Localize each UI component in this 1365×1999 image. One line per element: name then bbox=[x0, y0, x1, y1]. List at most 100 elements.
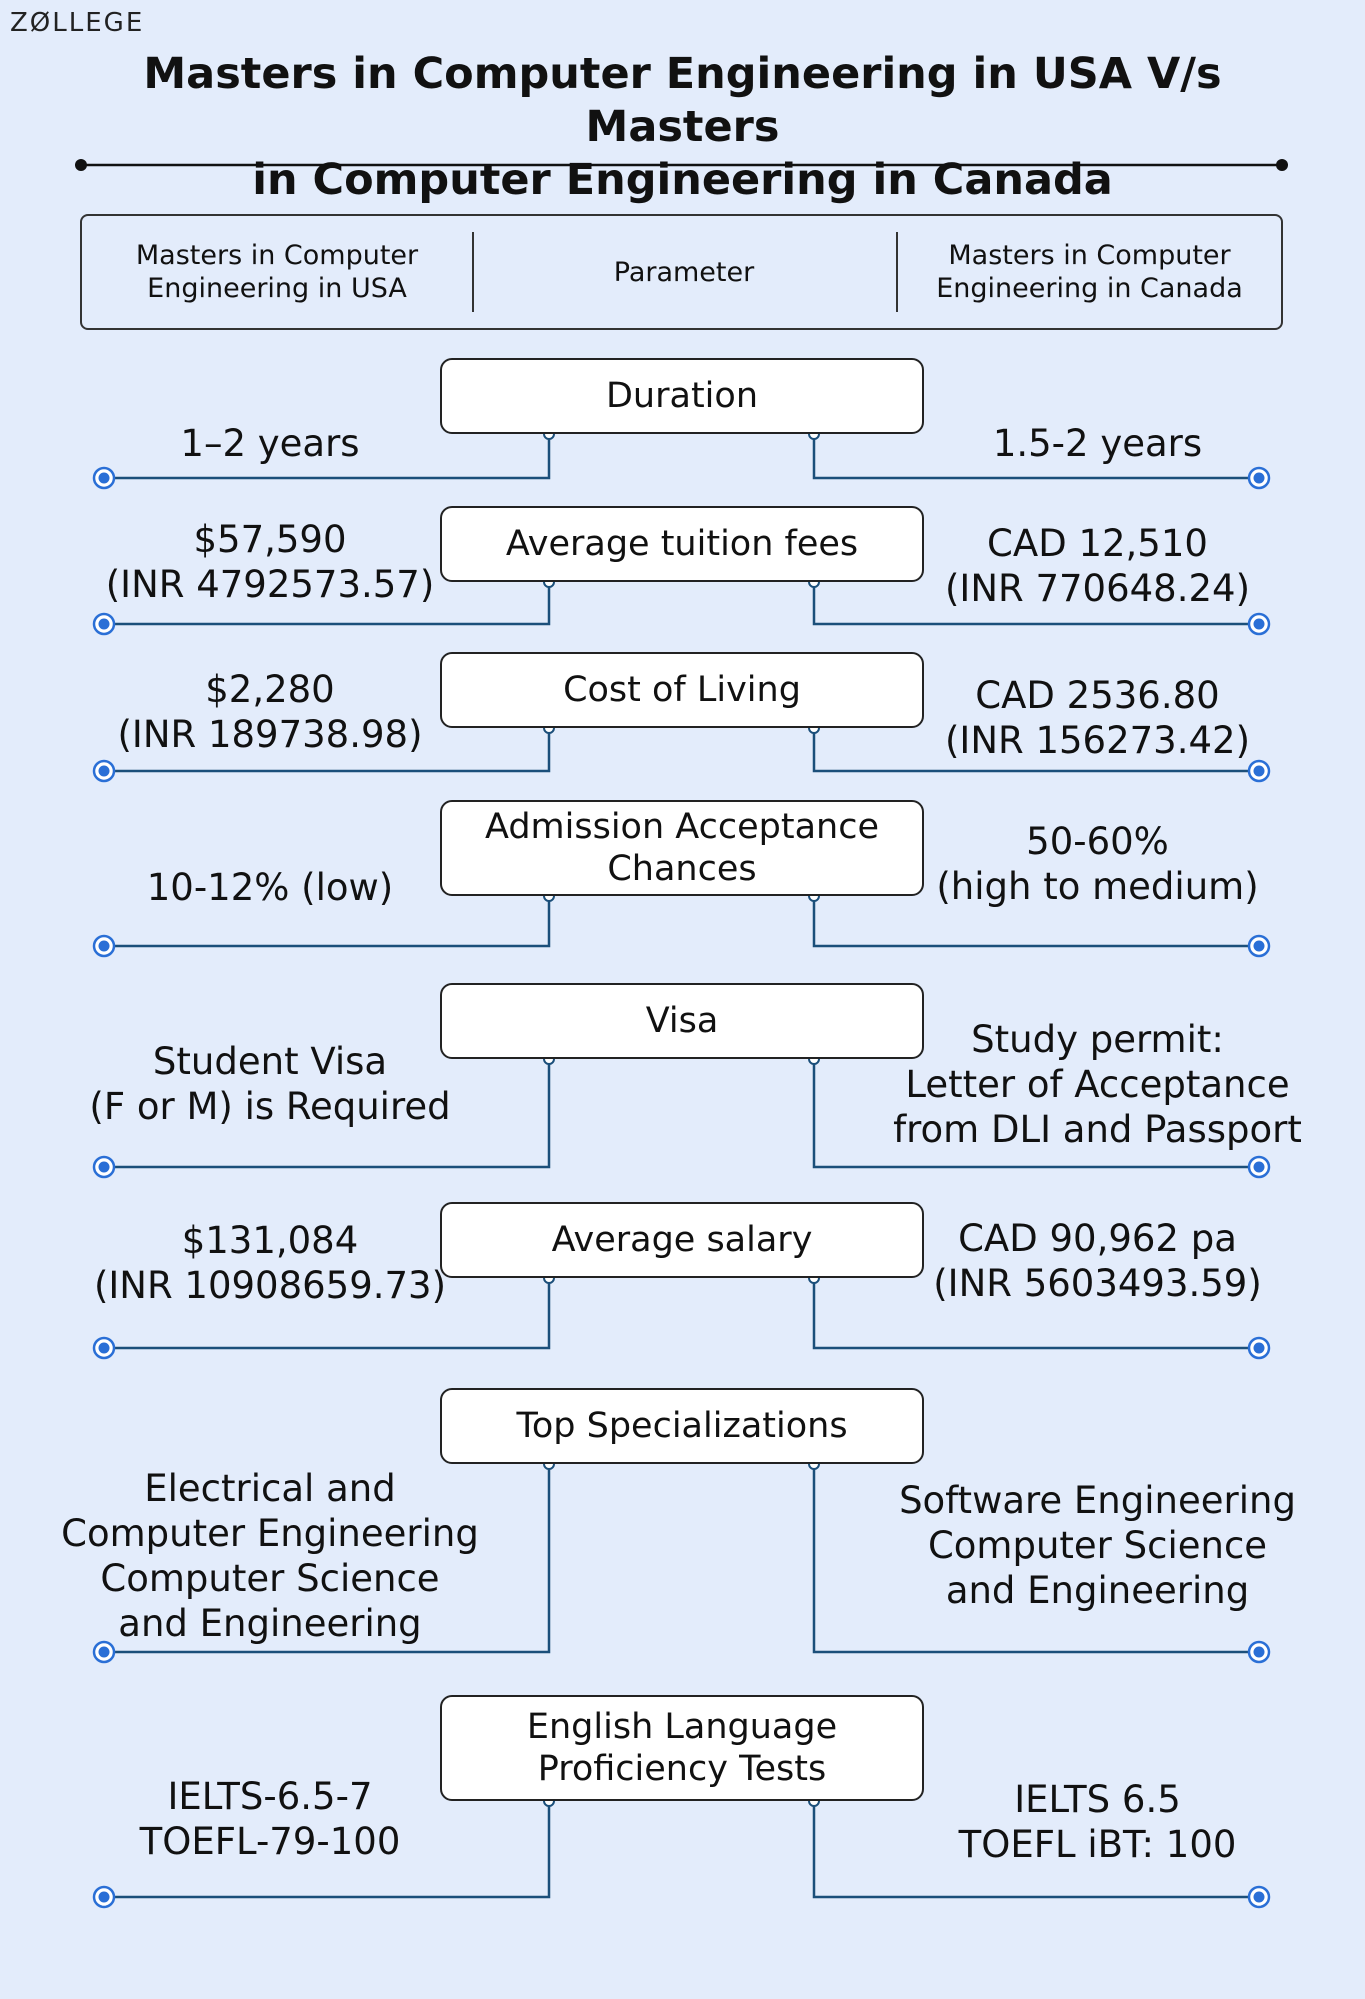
canada-value-line: TOEFL iBT: 100 bbox=[958, 1823, 1237, 1866]
canada-value-line: Letter of Acceptance bbox=[905, 1062, 1290, 1106]
canada-value-line: 50-60% bbox=[1026, 820, 1169, 863]
connector-canada bbox=[812, 1801, 1259, 1899]
usa-value-line: (INR 4792573.57) bbox=[105, 563, 435, 606]
usa-value: Student Visa(F or M) is Required bbox=[30, 1039, 510, 1129]
endpoint-usa-dot bbox=[98, 618, 110, 630]
canada-value: CAD 12,510(INR 770648.24) bbox=[880, 521, 1315, 611]
endpoint-canada-dot bbox=[1253, 618, 1265, 630]
connector-canada bbox=[812, 1059, 1259, 1169]
endpoint-usa-dot bbox=[98, 472, 110, 484]
connector-usa bbox=[104, 1059, 551, 1169]
parameter-box: Average salary bbox=[440, 1202, 924, 1278]
usa-value: 1–2 years bbox=[30, 421, 510, 466]
parameter-label: Visa bbox=[645, 1001, 719, 1041]
usa-value-line: IELTS-6.5-7 bbox=[167, 1775, 373, 1818]
canada-value: CAD 90,962 pa(INR 5603493.59) bbox=[880, 1216, 1315, 1306]
endpoint-canada-dot bbox=[1253, 1161, 1265, 1173]
parameter-box: Top Specializations bbox=[440, 1388, 924, 1464]
connector-usa bbox=[104, 728, 551, 773]
endpoint-usa-dot bbox=[98, 1342, 110, 1354]
parameter-box: Cost of Living bbox=[440, 652, 924, 728]
parameter-label: Admission Acceptance bbox=[485, 807, 879, 847]
endpoint-canada-dot bbox=[1253, 472, 1265, 484]
parameter-label: Top Specializations bbox=[516, 1406, 848, 1446]
connector-usa bbox=[104, 1464, 551, 1654]
canada-value-line: (INR 770648.24) bbox=[944, 567, 1250, 610]
endpoint-canada-dot bbox=[1253, 1342, 1265, 1354]
parameter-label: Duration bbox=[605, 376, 758, 416]
endpoint-usa-dot bbox=[98, 940, 110, 952]
canada-value-line: and Engineering bbox=[945, 1568, 1250, 1612]
canada-value-line: Study permit: bbox=[971, 1017, 1224, 1061]
endpoint-usa-dot bbox=[98, 765, 110, 777]
connector-canada bbox=[812, 1278, 1259, 1350]
usa-value-line: Electrical and bbox=[144, 1467, 396, 1510]
usa-value-line: Computer Engineering bbox=[61, 1512, 479, 1555]
canada-value-line: CAD 12,510 bbox=[987, 522, 1208, 565]
header-usa-line: Engineering in USA bbox=[147, 273, 407, 304]
canada-value-line: (high to medium) bbox=[936, 865, 1259, 908]
endpoint-usa-dot bbox=[98, 1161, 110, 1173]
usa-value-line: $2,280 bbox=[205, 668, 335, 711]
canada-value-line: 1.5-2 years bbox=[992, 421, 1203, 465]
usa-value-line: Student Visa bbox=[152, 1040, 388, 1083]
usa-value-line: (F or M) is Required bbox=[89, 1085, 451, 1128]
canada-value: 50-60%(high to medium) bbox=[880, 819, 1315, 909]
parameter-label: Average tuition fees bbox=[505, 524, 859, 564]
connector-canada bbox=[812, 728, 1259, 773]
canada-value-line: Software Engineering bbox=[899, 1478, 1296, 1522]
usa-value-line: TOEFL-79-100 bbox=[139, 1820, 401, 1863]
canada-value: 1.5-2 years bbox=[880, 421, 1315, 466]
parameter-label: English Language bbox=[526, 1707, 838, 1747]
endpoint-canada-dot bbox=[1253, 765, 1265, 777]
usa-value-line: 10-12% (low) bbox=[146, 865, 394, 909]
canada-value-line: CAD 2536.80 bbox=[975, 674, 1220, 717]
usa-value-line: (INR 10908659.73) bbox=[93, 1264, 447, 1307]
usa-value-line: $57,590 bbox=[193, 518, 347, 561]
endpoint-usa-dot bbox=[98, 1646, 110, 1658]
canada-value-line: (INR 156273.42) bbox=[944, 719, 1250, 762]
parameter-label: Average salary bbox=[551, 1220, 813, 1260]
page-title-line-1: Masters in Computer Engineering in USA V… bbox=[143, 49, 1222, 152]
header-parameter: Parameter bbox=[613, 256, 755, 288]
parameter-label: Proficiency Tests bbox=[537, 1749, 827, 1789]
usa-value-line: Computer Science bbox=[100, 1557, 440, 1600]
connector-usa bbox=[104, 1801, 551, 1899]
parameter-label: Cost of Living bbox=[563, 670, 801, 710]
connector-canada bbox=[812, 1464, 1259, 1654]
endpoint-canada-dot bbox=[1253, 1891, 1265, 1903]
column-header: Masters in Computer Engineering in USA P… bbox=[80, 214, 1283, 330]
page-title: Masters in Computer Engineering in USA V… bbox=[60, 48, 1305, 207]
header-divider bbox=[896, 232, 898, 312]
usa-value: 10-12% (low) bbox=[30, 865, 510, 910]
usa-value-line: and Engineering bbox=[118, 1602, 422, 1645]
header-divider bbox=[472, 232, 474, 312]
canada-value-line: Computer Science bbox=[927, 1523, 1268, 1567]
connector-canada bbox=[812, 582, 1259, 626]
usa-value: $2,280(INR 189738.98) bbox=[30, 667, 510, 757]
connector-usa bbox=[104, 582, 551, 626]
endpoint-usa-dot bbox=[98, 1891, 110, 1903]
canada-value: CAD 2536.80(INR 156273.42) bbox=[880, 673, 1315, 763]
page-title-line-2: in Computer Engineering in Canada bbox=[252, 155, 1113, 205]
connector-canada bbox=[812, 896, 1259, 948]
header-canada: Masters in Computer Engineering in Canad… bbox=[898, 216, 1281, 328]
canada-value-line: from DLI and Passport bbox=[893, 1107, 1302, 1151]
endpoint-canada-dot bbox=[1253, 1646, 1265, 1658]
connector-usa bbox=[104, 1278, 551, 1350]
usa-value-line: (INR 189738.98) bbox=[117, 713, 423, 756]
title-underline bbox=[75, 159, 1288, 171]
parameter-box: Visa bbox=[440, 983, 924, 1059]
connector-usa bbox=[104, 896, 551, 948]
header-usa: Masters in Computer Engineering in USA bbox=[82, 216, 472, 328]
header-usa-line: Masters in Computer bbox=[135, 240, 419, 271]
parameter-box: Duration bbox=[440, 358, 924, 434]
connector-canada bbox=[812, 434, 1259, 480]
usa-value: $131,084(INR 10908659.73) bbox=[30, 1218, 510, 1308]
brand-logo: ZØLLEGE bbox=[10, 8, 145, 38]
header-canada-line: Masters in Computer bbox=[948, 240, 1231, 271]
